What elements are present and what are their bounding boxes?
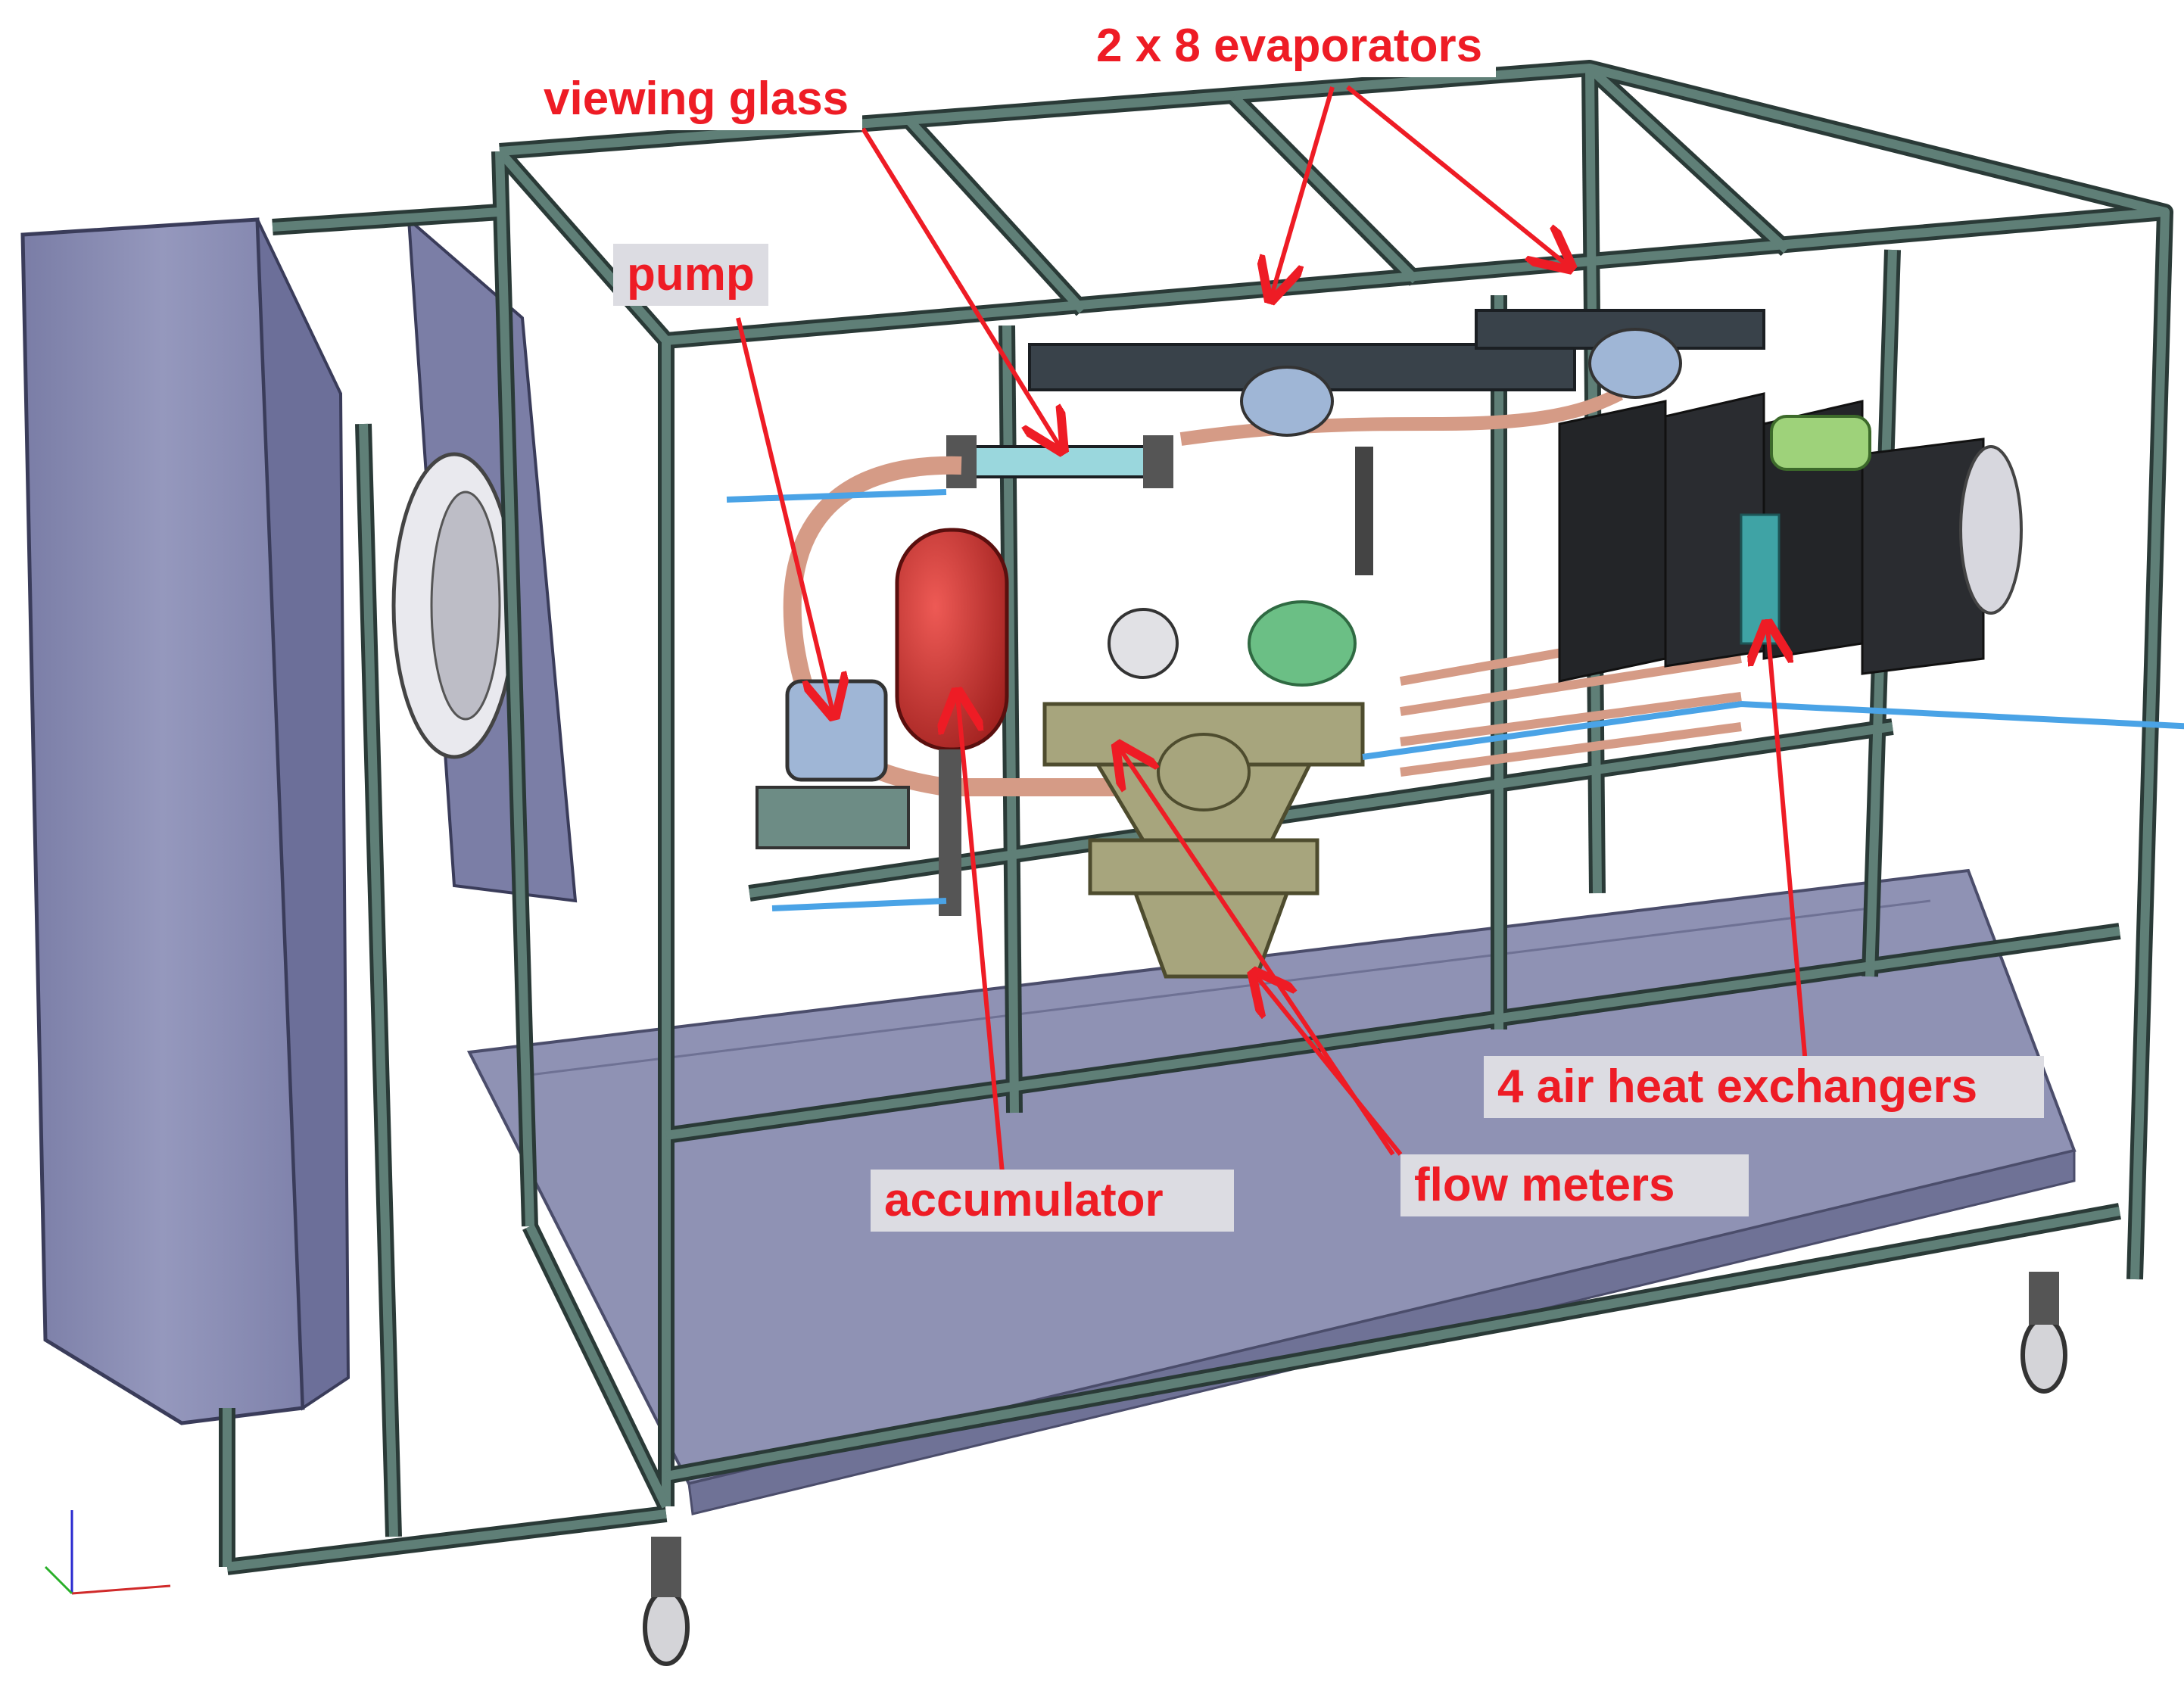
arrow-evaporators-right: [1346, 85, 1567, 265]
arrow-viewing-glass: [861, 127, 1060, 447]
air-heat-exchangers: [1558, 392, 2023, 683]
evaporator-manifold: [1028, 309, 1765, 575]
casters: [643, 1272, 2067, 1666]
arrow-heat-exchangers: [1768, 628, 1808, 1064]
flow-meter-units: [1042, 600, 1365, 979]
arrow-accumulator: [958, 696, 1005, 1182]
coolant-lines: [726, 489, 2184, 911]
label-viewing-glass: viewing glass: [530, 68, 863, 130]
arrow-pump: [736, 317, 833, 712]
label-air-heat-exchangers: 4 air heat exchangers: [1484, 1056, 2044, 1118]
axis-triad-icon: [44, 1510, 171, 1595]
annotation-arrows: [736, 85, 1808, 1182]
floor-plate: [466, 868, 2077, 1515]
label-pump: pump: [613, 244, 768, 306]
label-flow-meters: flow meters: [1400, 1154, 1749, 1216]
arrow-flow-meter-lower: [1257, 976, 1403, 1156]
label-accumulator: accumulator: [871, 1170, 1234, 1232]
aluminium-frame: [219, 60, 2173, 1575]
arrow-evaporators-left: [1272, 86, 1335, 295]
label-evaporators: 2 x 8 evaporators: [1083, 15, 1497, 77]
cooling-cabinet: [20, 216, 578, 1425]
